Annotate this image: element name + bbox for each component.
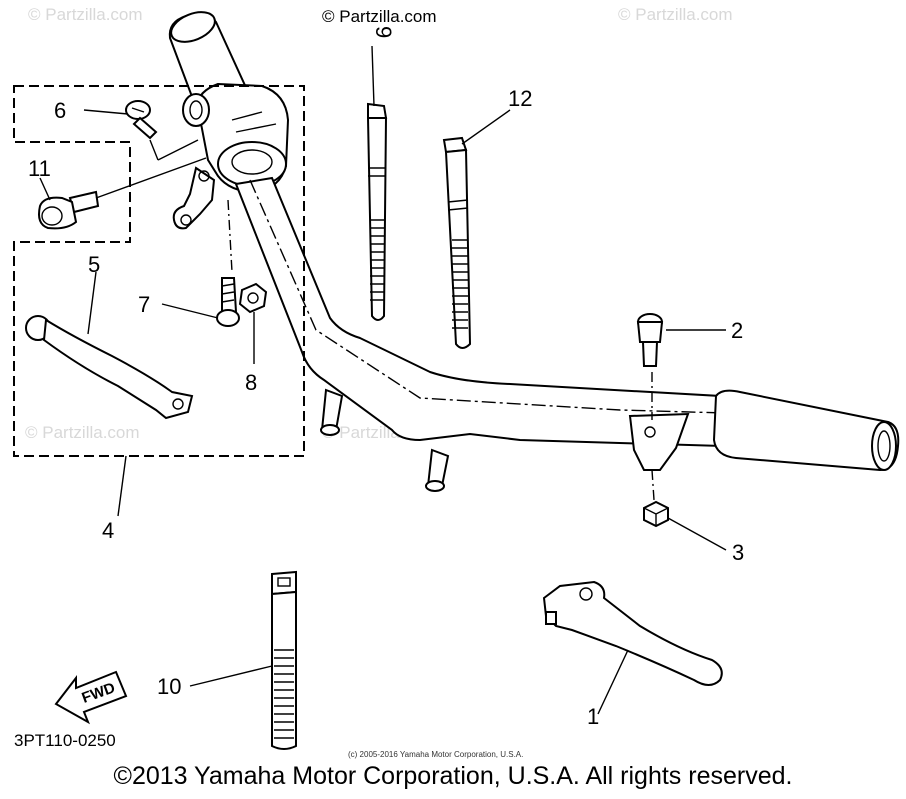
lever-5: [25, 315, 194, 420]
small-copyright-notice: (c) 2005-2016 Yamaha Motor Corporation, …: [348, 750, 523, 759]
lever-1: [542, 580, 723, 686]
callout-5: 5: [88, 252, 100, 277]
nut-8: [238, 282, 268, 314]
strap-10: [271, 570, 297, 750]
strap-12: [442, 136, 472, 349]
callout-8: 8: [245, 370, 257, 395]
callout-6: 6: [54, 98, 66, 123]
callout-1: 1: [587, 704, 599, 729]
callout-11: 11: [28, 156, 51, 181]
watermark-top-left: © Partzilla.com: [28, 5, 143, 24]
handlebar: [168, 11, 900, 492]
strap-9: [366, 102, 388, 321]
callout-4: 4: [102, 518, 114, 543]
assembly-outline-4: [13, 85, 305, 457]
bolt-2: [636, 313, 664, 367]
forward-arrow-icon: FWD: [54, 670, 128, 725]
bolt-11: [38, 190, 100, 230]
screw-6: [125, 100, 158, 140]
watermark-top-right: © Partzilla.com: [618, 5, 733, 24]
nut-3: [643, 500, 669, 528]
callout-2: 2: [731, 318, 743, 343]
screw-7: [216, 277, 240, 327]
callout-9: 9: [371, 26, 396, 38]
watermark-top-center: © Partzilla.com: [322, 7, 437, 26]
copyright-footer: ©2013 Yamaha Motor Corporation, U.S.A. A…: [113, 762, 793, 790]
diagram-code: 3PT110-0250: [14, 731, 116, 750]
callout-10: 10: [157, 674, 181, 699]
callout-7: 7: [138, 292, 150, 317]
watermark-mid-left: © Partzilla.com: [25, 423, 140, 442]
callout-12: 12: [508, 86, 532, 111]
connector-line: [227, 199, 233, 273]
callout-3: 3: [732, 540, 744, 565]
